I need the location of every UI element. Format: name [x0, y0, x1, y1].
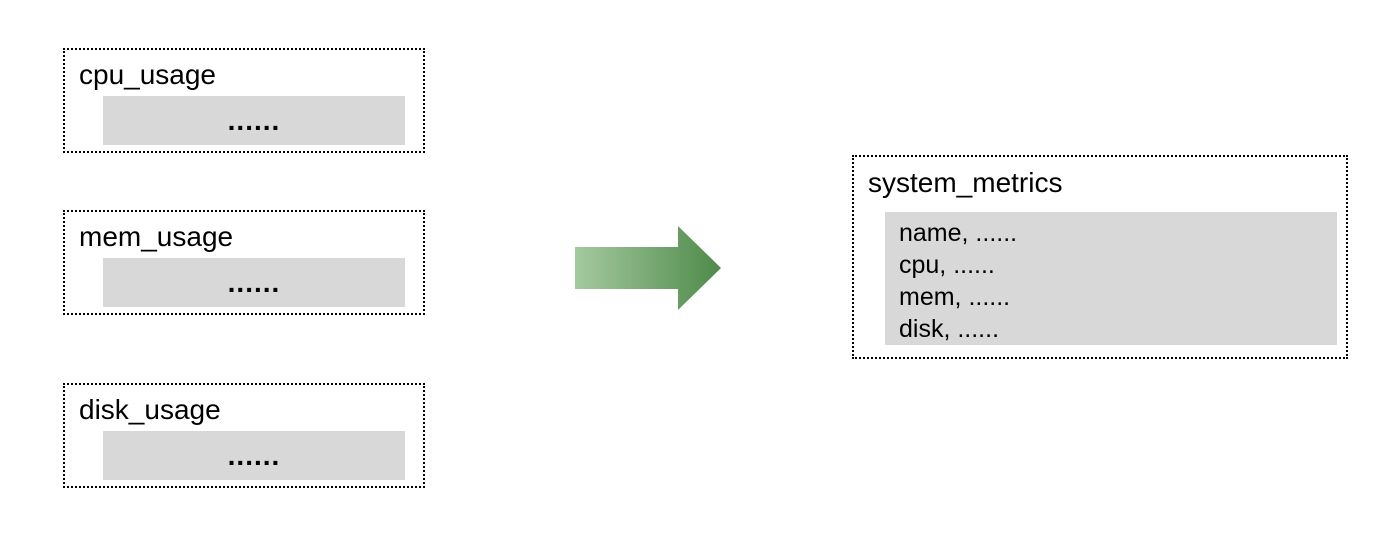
table-body-placeholder: ...... — [103, 431, 405, 480]
table-box-cpu-usage: cpu_usage ...... — [63, 48, 425, 153]
table-body-placeholder: ...... — [103, 258, 405, 307]
table-row: disk, ...... — [899, 315, 1000, 343]
table-box-system-metrics: system_metrics name, ...... cpu, ...... … — [852, 155, 1348, 359]
table-row: name, ...... — [899, 219, 1018, 247]
table-body-placeholder: ...... — [103, 96, 405, 145]
table-title: mem_usage — [79, 221, 234, 252]
table-title: cpu_usage — [79, 59, 217, 90]
table-row: mem, ...... — [899, 283, 1011, 311]
table-title: system_metrics — [868, 167, 1063, 198]
table-body: name, ...... cpu, ...... mem, ...... dis… — [885, 212, 1337, 345]
table-title: disk_usage — [79, 394, 221, 425]
table-box-disk-usage: disk_usage ...... — [63, 383, 425, 488]
table-row: cpu, ...... — [899, 251, 995, 279]
right-arrow-icon — [575, 226, 721, 310]
table-box-mem-usage: mem_usage ...... — [63, 210, 425, 315]
